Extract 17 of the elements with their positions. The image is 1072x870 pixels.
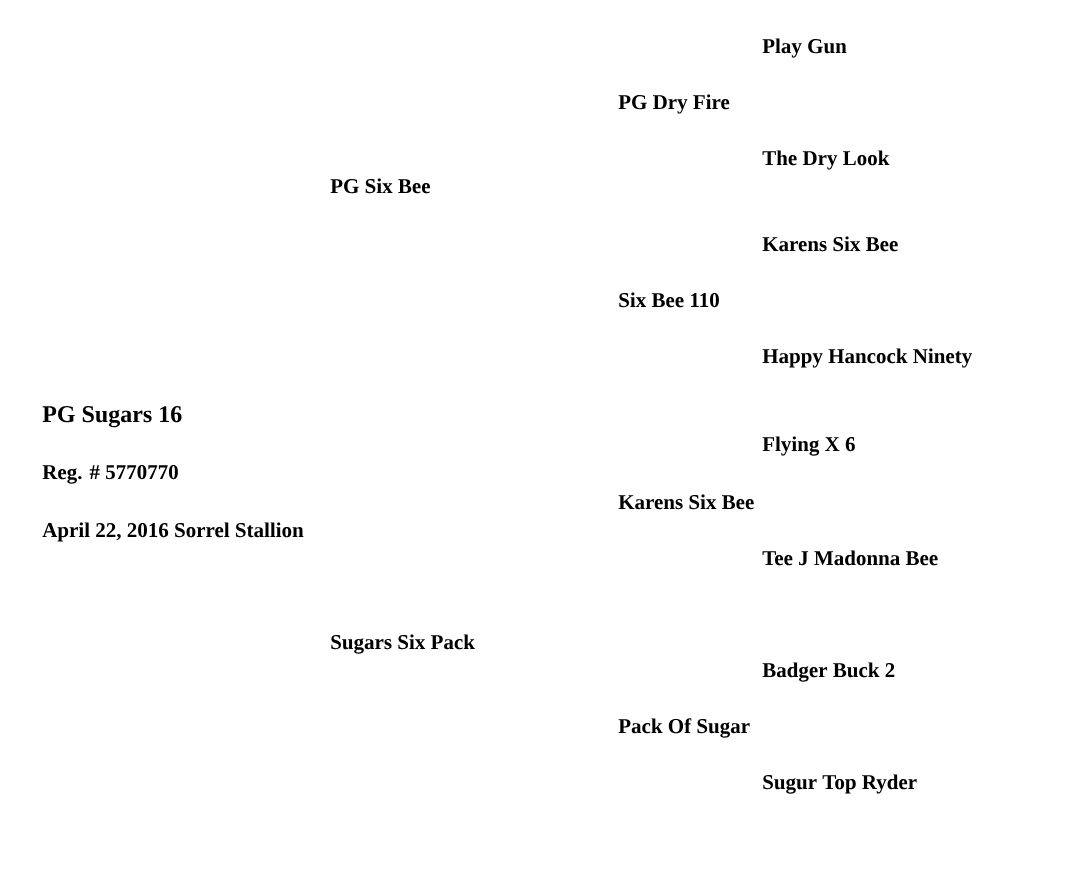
pedigree-name: Play Gun xyxy=(762,38,847,58)
birth-details: April 22, 2016 Sorrel Stallion xyxy=(42,522,304,542)
pedigree-name: The Dry Look xyxy=(762,150,890,170)
pedigree-name: Six Bee 110 xyxy=(619,292,719,308)
pedigree-name: PG Dry Fire xyxy=(618,94,730,114)
horse-title: PG Sugars 16 xyxy=(42,406,182,428)
pedigree-name: PG Six Bee xyxy=(330,178,430,194)
pedigree-name: Tee J Madonna Bee xyxy=(762,550,938,566)
pedigree-name: Flying X 6 xyxy=(762,436,855,456)
pedigree-name: Sugars Six Pack xyxy=(331,634,475,654)
pedigree-name: Karens Six Bee xyxy=(762,236,898,252)
pedigree-name: Karens Six Bee xyxy=(618,494,754,510)
pedigree-name: Pack Of Sugar xyxy=(618,718,750,738)
pedigree-name: Badger Buck 2 xyxy=(762,662,895,682)
pedigree-name: Happy Hancock Ninety xyxy=(762,348,972,368)
registration-number: Reg. # 5770770 xyxy=(42,465,178,484)
pedigree-name: Sugur Top Ryder xyxy=(763,774,917,794)
